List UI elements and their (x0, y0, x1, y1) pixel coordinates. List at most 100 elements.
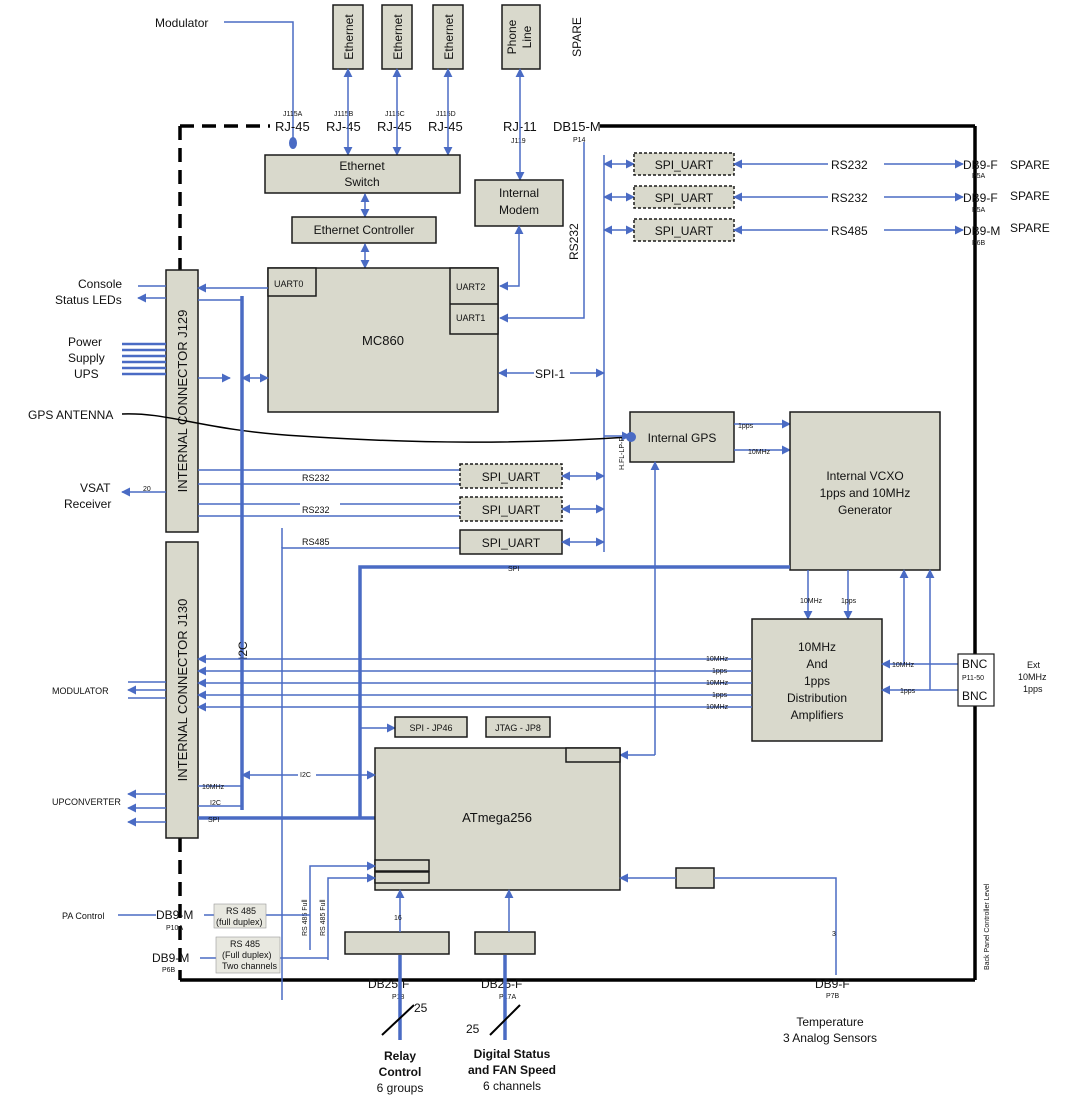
back-panel-label: Back Panel Controller Level (984, 883, 991, 970)
ups-label: UPS (74, 367, 99, 381)
spare-1-label: SPARE (1010, 158, 1050, 172)
spare-2-label: SPARE (1010, 189, 1050, 203)
temperature-label-1: Temperature (796, 1015, 864, 1029)
p5a-1-label: P5A (972, 173, 986, 180)
temperature-adc-box (675, 867, 715, 889)
spi-uart-mid-2-label: SPI_UART (482, 503, 541, 517)
spi-uart-mid-3-label: SPI_UART (482, 536, 541, 550)
modulator-top-line (224, 21, 294, 140)
dist-label-3: 1pps (804, 674, 830, 688)
rs485-two-2: (Full duplex) (222, 950, 272, 960)
p17a-label: P17A (499, 994, 516, 1001)
dist-out-1pps-2: 1pps (712, 692, 728, 699)
bnc-connector-block (957, 653, 995, 707)
modulator-left-label: MODULATOR (52, 686, 109, 696)
temp-count: 3 (832, 931, 836, 938)
console-label: Console (78, 277, 122, 291)
uart0-label: UART0 (274, 279, 303, 289)
relay-label-1: Relay (384, 1049, 416, 1063)
ext-label-2: 10MHz (1018, 672, 1047, 682)
bnc-1pps-label: 1pps (900, 688, 916, 695)
db9m-1-label: DB9-M (963, 224, 1000, 238)
rs485-full-v-1: RS 485 Full (302, 899, 309, 936)
rs485-two-1: RS 485 (230, 939, 260, 949)
vcxo-label-2: 1pps and 10MHz (820, 486, 911, 500)
ethernet-switch-label-2: Switch (344, 175, 379, 189)
dist-label-5: Amplifiers (791, 708, 844, 722)
gps-antenna-label: GPS ANTENNA (28, 408, 113, 422)
ethernet-label-1: Ethernet (342, 14, 356, 60)
vcxo-generator-box (789, 411, 941, 571)
ethernet-port-box-3 (432, 4, 464, 70)
p10a-label: P10A (166, 925, 183, 932)
db15m-label: DB15-M (553, 119, 601, 134)
vcxo-1pps-label: 1pps (841, 598, 857, 605)
spi-uart-spare-2-label: SPI_UART (655, 191, 714, 205)
spi-uart-mid-1 (459, 463, 563, 489)
internal-connector-j129 (165, 269, 199, 533)
relay-bus-count: 16 (394, 915, 402, 922)
atmega256-box (374, 747, 621, 891)
spi-jp46-label: SPI - JP46 (409, 723, 452, 733)
internal-gps-label: Internal GPS (648, 431, 717, 445)
rs485-full-v-2: RS 485 Full (320, 899, 327, 936)
rs485-two-3: Two channels (222, 961, 278, 971)
ext-label-3: 1pps (1023, 684, 1043, 694)
modulator-top-label: Modulator (155, 16, 208, 30)
enclosure-frame (178, 124, 977, 982)
pa-control-label: PA Control (62, 911, 104, 921)
jtag-jp8-label: JTAG - JP8 (495, 723, 541, 733)
bnc-label-1: BNC (962, 657, 988, 671)
rs485-two-channel-note (215, 936, 281, 974)
db25f-2-label: DB25-F (481, 977, 522, 991)
digital-label-3: 6 channels (483, 1079, 541, 1093)
dist-out-10mhz-2: 10MHz (706, 680, 729, 687)
atmega-uart-port-1 (374, 859, 430, 872)
db9m-pa-label: DB9-M (156, 908, 193, 922)
spi-bus-label: SPI (508, 566, 519, 573)
vsat-label-1: VSAT (80, 481, 111, 495)
relay-label-2: Control (379, 1065, 422, 1079)
uart2-label: UART2 (456, 282, 485, 292)
rs232-uart-b-label: RS232 (302, 505, 330, 515)
rj45-4: RJ-45 (428, 119, 463, 134)
j119-label: J119 (511, 138, 526, 145)
dist-out-10mhz-1: 10MHz (706, 656, 729, 663)
gps-connector-dot (626, 432, 636, 442)
spi-uart-mid-2 (459, 496, 563, 522)
dist-out-10mhz-3: 10MHz (706, 704, 729, 711)
spi-left-label: SPI (208, 817, 219, 824)
gps-1pps-label: 1pps (738, 423, 754, 430)
gps-connector-label: H.FL-LP-F (619, 437, 626, 470)
ethernet-label-2: Ethernet (391, 14, 405, 60)
modulator-connector-dot (289, 137, 297, 149)
internal-connector-j130 (165, 541, 199, 839)
p6b-1-label: P6B (972, 240, 986, 247)
uart-ports-block (449, 267, 499, 335)
spi-jp46-header (394, 716, 468, 738)
relay-count: 25 (414, 1001, 428, 1015)
db9f-t-label: DB9-F (815, 977, 850, 991)
dist-label-4: Distribution (787, 691, 847, 705)
relay-driver-box (344, 931, 450, 955)
p5a-2-label: P5A (972, 207, 986, 214)
spare-top-label: SPARE (570, 17, 584, 57)
rs485-full-duplex-note (213, 903, 267, 929)
p7b-label: P7B (826, 993, 840, 1000)
10mhz-left-label: 10MHz (202, 784, 225, 791)
bnc-label-2: BNC (962, 689, 988, 703)
temperature-label-2: 3 Analog Sensors (783, 1031, 877, 1045)
spi-bus-atmega (358, 565, 790, 818)
spi-uart-spare-1-label: SPI_UART (655, 158, 714, 172)
internal-gps-box (629, 411, 735, 463)
j115b-label: J115B (334, 111, 354, 118)
internal-modem-label-2: Modem (499, 203, 539, 217)
dist-label-1: 10MHz (798, 640, 836, 654)
modem-uart2-link (499, 225, 524, 291)
p6b-2-label: P6B (162, 967, 176, 974)
j129-label: INTERNAL CONNECTOR J129 (175, 310, 190, 493)
bnc-10mhz-label: 10MHz (892, 662, 915, 669)
j115c-label: J115C (385, 111, 405, 118)
digital-label-2: and FAN Speed (468, 1063, 556, 1077)
vcxo-label-3: Generator (838, 503, 892, 517)
